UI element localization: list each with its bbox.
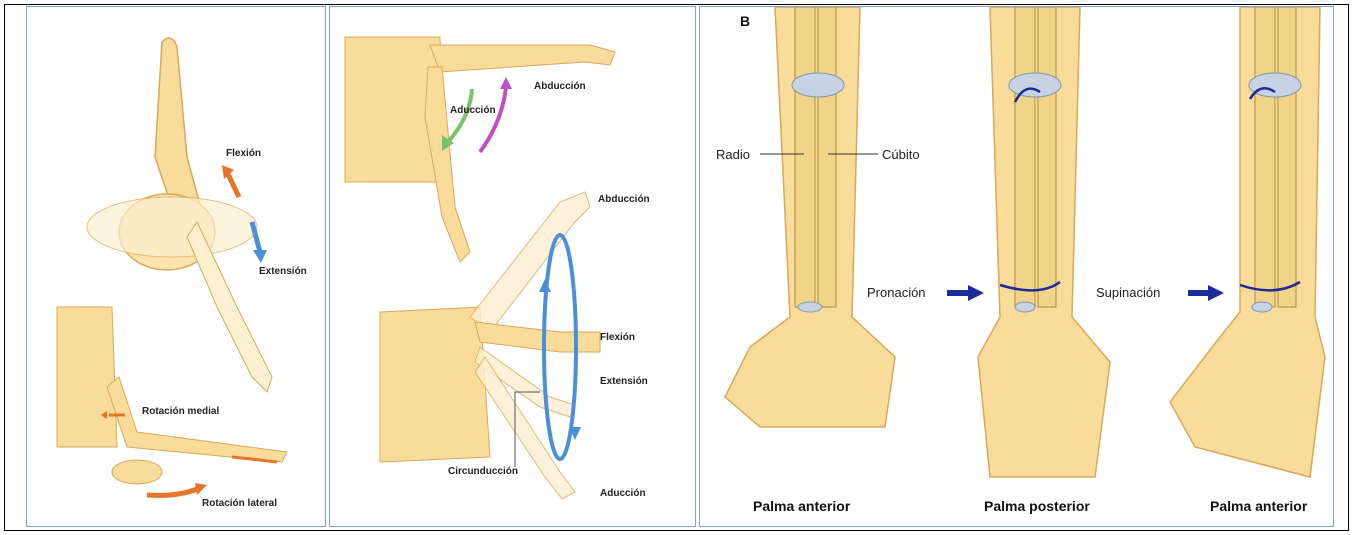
- panel-shoulder-abduction-circumduction: Abducción Aducción Abducción Flexión Ext…: [329, 6, 696, 527]
- torso-front-bottom: [380, 307, 490, 462]
- panel-letter: B: [740, 13, 750, 29]
- label-adduction: Aducción: [600, 488, 646, 499]
- label-flexion: Flexión: [600, 332, 635, 343]
- label-lateral-rotation: Rotación lateral: [202, 498, 277, 509]
- panel2-illustration: [330, 7, 696, 527]
- label-flexion: Flexión: [226, 148, 261, 159]
- panel-shoulder-flexion-rotation: Flexión Extensión Rotación medial Rotaci…: [26, 6, 326, 527]
- caption-palma-anterior-1: Palma anterior: [753, 498, 850, 514]
- label-pronation: Pronación: [867, 285, 926, 300]
- forearm-anterior-2: [1170, 7, 1325, 477]
- forearm-rotation: [107, 377, 287, 462]
- label-circumduction: Circunducción: [448, 466, 518, 477]
- torso-side: [57, 307, 117, 447]
- shoulder-outline: [87, 197, 257, 257]
- radio-bone: [795, 7, 815, 307]
- label-abduction-top: Abducción: [534, 81, 586, 92]
- arm-adducted: [475, 357, 575, 499]
- lateral-rotation-arrow: [147, 489, 197, 495]
- cubito-bone: [818, 7, 836, 307]
- label-supination: Supinación: [1096, 285, 1160, 300]
- label-extension: Extensión: [600, 376, 648, 387]
- panel3-illustration: [700, 7, 1334, 527]
- label-radio: Radio: [716, 147, 750, 162]
- label-abduction: Abducción: [598, 194, 650, 205]
- arm-abducted: [430, 45, 615, 72]
- flexion-arrow: [227, 172, 239, 197]
- caption-palma-posterior: Palma posterior: [984, 498, 1090, 514]
- caption-palma-anterior-2: Palma anterior: [1210, 498, 1307, 514]
- label-medial-rotation: Rotación medial: [142, 406, 219, 417]
- abduction-arrow-top: [480, 87, 506, 152]
- forearm-posterior: [978, 7, 1110, 477]
- forearm-anterior-1: [725, 7, 895, 427]
- label-adduction-top: Aducción: [450, 105, 496, 116]
- label-extension: Extensión: [259, 266, 307, 277]
- panel-forearm-pronation-supination: B Radio Cúbito Pronación Supinación Palm…: [699, 6, 1334, 527]
- arm-forward: [475, 322, 600, 352]
- label-cubito: Cúbito: [882, 147, 920, 162]
- fist: [112, 460, 162, 484]
